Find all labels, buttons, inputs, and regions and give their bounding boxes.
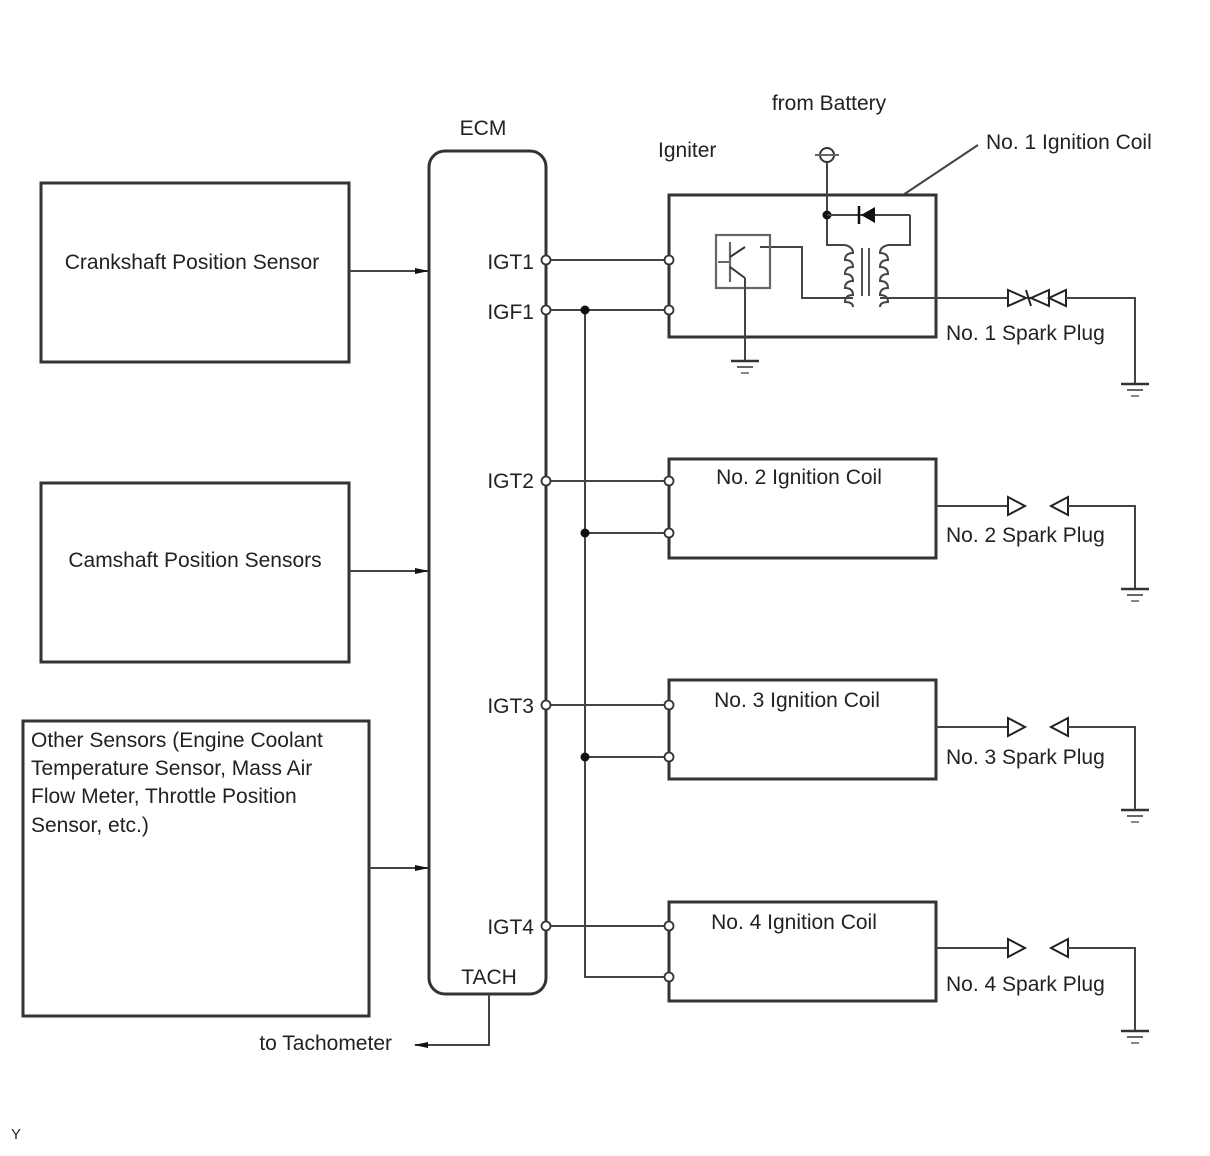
coil-4-block: No. 4 Ignition Coil [667,900,938,1003]
ground-icon [731,359,759,374]
spark-plug-1-icon [1007,288,1067,308]
spark-plug-4-electrode-icon [1007,937,1028,959]
junction-dot [580,305,590,315]
pin-label-igf1: IGF1 [487,301,534,324]
coil-1-label: No. 1 Ignition Coil [986,131,1152,154]
from-battery-label: from Battery [772,92,887,115]
crankshaft-sensor-label: Crankshaft Position Sensor [65,251,319,274]
coil-pin-terminal [663,475,675,487]
other-sensors-label-line-3: Flow Meter, Throttle Position [31,785,297,808]
ecm-block: ECM TACH [427,117,548,996]
spark-plug-3-ground-wire [1068,726,1136,810]
other-sensors-label-line-1: Other Sensors (Engine Coolant [31,729,323,752]
spark-plug-2-electrode-icon [1048,495,1069,517]
coil-pin-terminal [663,254,675,266]
coil-3-label: No. 3 Ignition Coil [714,689,880,712]
crankshaft-position-sensor-block: Crankshaft Position Sensor [39,181,351,364]
spark-plug-1-label: No. 1 Spark Plug [946,322,1105,345]
igniter-label: Igniter [658,139,716,162]
coil-1-igniter-block [667,147,1008,374]
ecm-label: ECM [460,117,507,140]
spark-plug-2-label: No. 2 Spark Plug [946,524,1105,547]
pin-label-igt2: IGT2 [487,470,534,493]
coil-pin-terminal [663,971,675,983]
spark-plug-4-ground-wire [1068,947,1136,1031]
camshaft-sensors-label: Camshaft Position Sensors [68,549,321,572]
coil-2-label: No. 2 Ignition Coil [716,466,882,489]
pin-label-igt1: IGT1 [487,251,534,274]
camshaft-position-sensors-block: Camshaft Position Sensors [39,481,351,664]
spark-plug-2-electrode-icon [1007,495,1028,517]
spark-plug-4-label: No. 4 Spark Plug [946,973,1105,996]
coil-4-label: No. 4 Ignition Coil [711,911,877,934]
primary-feed-wire [826,162,845,246]
coil-pin-terminal [663,920,675,932]
junction-dot [580,528,590,538]
spark-plug-3-label: No. 3 Spark Plug [946,746,1105,769]
coil-pin-terminal [663,699,675,711]
corner-mark: Y [11,1126,21,1143]
tach-pin-label: TACH [461,966,517,989]
igf-bus-wire [584,310,669,978]
spark-plug-3-electrode-icon [1048,716,1069,738]
coil-3-block: No. 3 Ignition Coil [667,678,938,781]
ecm-pin-terminal [540,699,552,711]
spark-plug-2-ground-wire [1068,505,1136,589]
tach-wire [414,994,490,1048]
spark-plug-1-ground-wire [1066,297,1136,383]
other-sensors-label-line-4: Sensor, etc.) [31,814,149,837]
coil-1-leader-line [902,144,979,196]
transistor-icon [714,233,772,360]
other-sensors-block: Other Sensors (Engine Coolant Temperatur… [21,719,371,1018]
pin-label-igt4: IGT4 [487,916,534,939]
ecm-pin-terminal [540,920,552,932]
ecm-pin-terminal [540,475,552,487]
diode-icon [827,206,911,246]
ecm-pin-terminal [540,254,552,266]
coil-pin-terminal [663,304,675,316]
coil-pin-terminal [663,527,675,539]
primary-return-wire [760,246,853,299]
ecm-pin-terminal [540,304,552,316]
to-tachometer-label: to Tachometer [259,1032,392,1055]
junction-dot [580,752,590,762]
spark-plug-3-electrode-icon [1007,716,1028,738]
pin-label-igt3: IGT3 [487,695,534,718]
transformer-icon [843,244,890,308]
spark-plug-4-electrode-icon [1048,937,1069,959]
coil-pin-terminal [663,751,675,763]
other-sensors-label-line-2: Temperature Sensor, Mass Air [31,757,312,780]
coil-2-block: No. 2 Ignition Coil [667,457,938,560]
